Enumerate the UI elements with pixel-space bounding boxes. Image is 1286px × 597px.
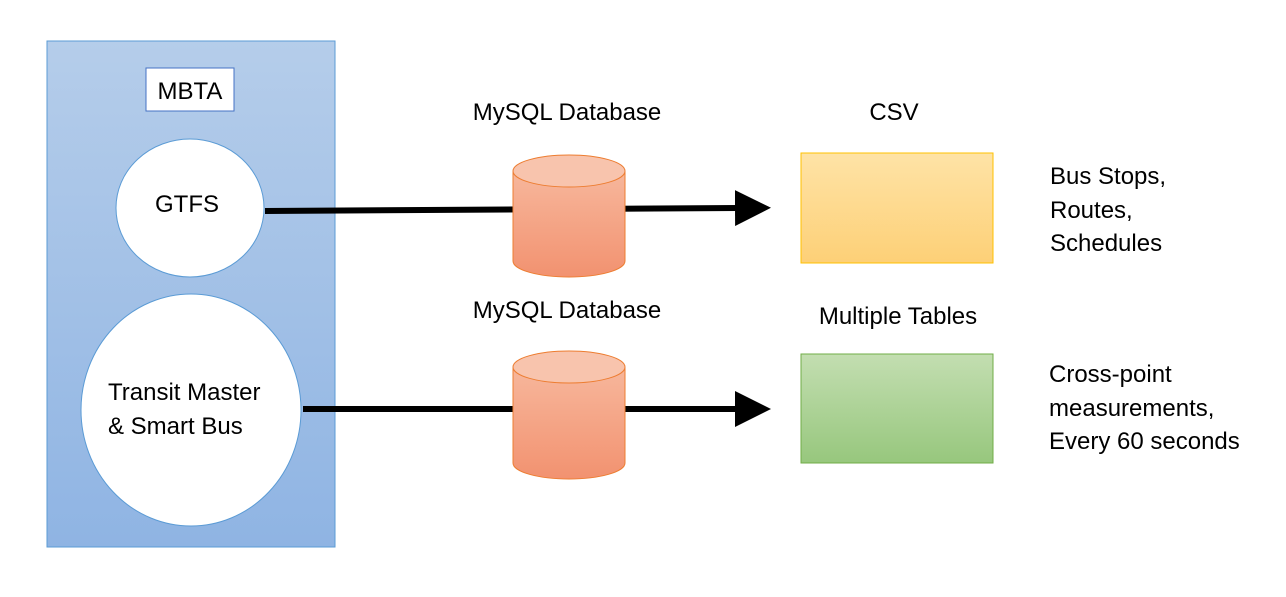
database-2-label: MySQL Database (473, 297, 662, 324)
mbta-title-box (145, 67, 235, 112)
tables-format-label: Multiple Tables (819, 303, 977, 330)
database-1-label: MySQL Database (473, 99, 662, 126)
database-1-top (512, 154, 626, 188)
database-2: MySQL Database (473, 297, 662, 480)
database-2-body (512, 367, 626, 480)
database-1: MySQL Database (473, 99, 662, 278)
tables-description-line-2: measurements, (1049, 395, 1214, 422)
csv-box (800, 152, 994, 264)
csv-description-line-1: Bus Stops, (1050, 163, 1166, 190)
gtfs-flow-arrow (264, 190, 771, 227)
transit-label-line-1: Transit Master (108, 379, 260, 406)
mbta-title: MBTA (158, 78, 223, 105)
gtfs-node: GTFS (115, 138, 265, 278)
tables-box (800, 353, 994, 464)
tables-description-line-3: Every 60 seconds (1049, 428, 1240, 455)
transit-label-line-2: & Smart Bus (108, 413, 243, 440)
csv-description-line-2: Routes, (1050, 197, 1133, 224)
database-1-body (512, 171, 626, 278)
tables-output: Multiple Tables Cross-point measurements… (800, 303, 1240, 464)
database-2-top (512, 350, 626, 384)
transit-master-node: Transit Master & Smart Bus (80, 293, 302, 527)
csv-output: CSV Bus Stops, Routes, Schedules (800, 99, 1166, 264)
gtfs-label: GTFS (155, 191, 219, 218)
csv-format-label: CSV (869, 99, 918, 126)
csv-description-line-3: Schedules (1050, 230, 1162, 257)
tables-description-line-1: Cross-point (1049, 361, 1172, 388)
